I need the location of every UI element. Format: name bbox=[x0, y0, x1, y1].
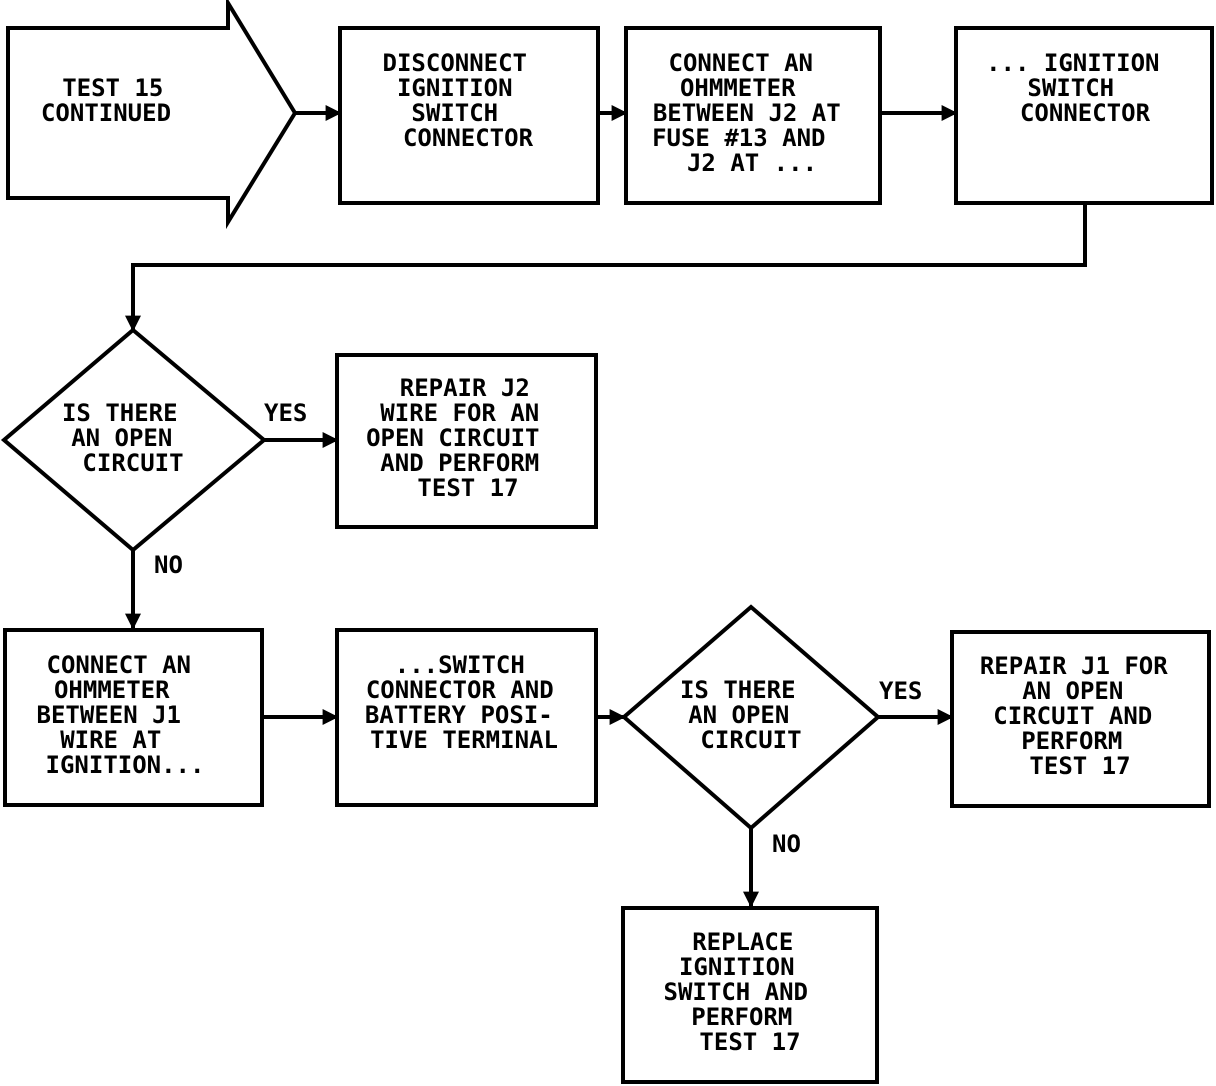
repair-j2-box bbox=[335, 353, 598, 529]
decision2-label: IS THERE AN OPEN CIRCUIT bbox=[680, 676, 810, 754]
connect-j1-label-line: CONNECT AN bbox=[47, 651, 192, 679]
disconnect-label-line: CONNECTOR bbox=[403, 124, 534, 152]
disconnect-label-line: SWITCH bbox=[411, 99, 498, 127]
repair-j2-label-line: REPAIR J2 bbox=[400, 374, 530, 402]
connect-j1-label: CONNECT AN OHMMETER BETWEEN J1 WIRE AT I… bbox=[37, 651, 206, 779]
connect-j2-label-line: CONNECT AN bbox=[669, 49, 814, 77]
switch-battery-label-line: ...SWITCH bbox=[395, 651, 525, 679]
repair-j1-box bbox=[950, 630, 1211, 808]
repair-j2-label-line: TEST 17 bbox=[417, 474, 518, 502]
connect-j1-label-line: OHMMETER bbox=[54, 676, 170, 704]
connect-j1-label-line: BETWEEN J1 bbox=[37, 701, 182, 729]
disconnect-label: DISCONNECT IGNITION SWITCH CONNECTOR bbox=[383, 49, 542, 152]
replace-switch-label-line: TEST 17 bbox=[699, 1028, 800, 1056]
arrow-ignition-connector-to-decision1 bbox=[125, 204, 1087, 332]
disconnect-box bbox=[338, 26, 600, 205]
decision1-label: IS THERE AN OPEN CIRCUIT bbox=[62, 399, 192, 477]
repair-j2-label-line: OPEN CIRCUIT bbox=[366, 424, 539, 452]
decision2-label-line: AN OPEN bbox=[688, 701, 789, 729]
repair-j1-label-line: AN OPEN bbox=[1022, 677, 1123, 705]
repair-j1-label-line: REPAIR J1 FOR bbox=[980, 652, 1168, 680]
decision1-label-line: IS THERE bbox=[62, 399, 178, 427]
ignition-connector-label-line: CONNECTOR bbox=[1020, 99, 1151, 127]
switch-battery-label-line: CONNECTOR AND bbox=[366, 676, 554, 704]
decision1-diamond bbox=[0, 327, 268, 553]
repair-j2-label-line: WIRE FOR AN bbox=[380, 399, 539, 427]
ignition-connector-label-line: SWITCH bbox=[1027, 74, 1114, 102]
decision2-no-label: NO bbox=[772, 830, 801, 858]
decision2-yes-label: YES bbox=[879, 677, 922, 705]
repair-j1-label-line: PERFORM bbox=[1021, 727, 1122, 755]
switch-battery-label-line: TIVE TERMINAL bbox=[370, 726, 558, 754]
connect-j2-label-line: BETWEEN J2 AT bbox=[653, 99, 841, 127]
start-arrow-shape bbox=[6, 0, 298, 230]
replace-switch-label-line: REPLACE bbox=[692, 928, 793, 956]
switch-battery-label: ...SWITCH CONNECTOR AND BATTERY POSI- TI… bbox=[365, 651, 568, 754]
ignition-connector-label-line: ... IGNITION bbox=[986, 49, 1159, 77]
start-label: TEST 15 CONTINUED bbox=[41, 74, 178, 127]
connect-j2-label-line: FUSE #13 AND bbox=[652, 124, 825, 152]
connect-j1-label-line: WIRE AT bbox=[60, 726, 161, 754]
replace-switch-label-line: IGNITION bbox=[679, 953, 795, 981]
repair-j1-label-line: CIRCUIT AND bbox=[993, 702, 1152, 730]
decision1-label-line: CIRCUIT bbox=[82, 449, 183, 477]
decision1-no-label: NO bbox=[154, 551, 183, 579]
replace-switch-label: REPLACE IGNITION SWITCH AND PERFORM TEST… bbox=[664, 928, 823, 1056]
decision2-label-line: CIRCUIT bbox=[700, 726, 801, 754]
replace-switch-box bbox=[621, 906, 879, 1084]
switch-battery-box bbox=[335, 628, 598, 807]
disconnect-label-line: IGNITION bbox=[397, 74, 513, 102]
start-label-line: TEST 15 bbox=[62, 74, 163, 102]
replace-switch-label-line: SWITCH AND bbox=[664, 978, 809, 1006]
connect-j2-label-line: J2 AT ... bbox=[687, 149, 817, 177]
repair-j1-label-line: TEST 17 bbox=[1029, 752, 1130, 780]
repair-j1-label: REPAIR J1 FOR AN OPEN CIRCUIT AND PERFOR… bbox=[980, 652, 1182, 780]
replace-switch-label-line: PERFORM bbox=[691, 1003, 792, 1031]
decision1-label-line: AN OPEN bbox=[71, 424, 172, 452]
connect-j1-box bbox=[3, 628, 264, 807]
switch-battery-label-line: BATTERY POSI- bbox=[365, 701, 553, 729]
ignition-connector-box bbox=[954, 26, 1214, 205]
decision2-label-line: IS THERE bbox=[680, 676, 796, 704]
start-label-line: CONTINUED bbox=[41, 99, 171, 127]
repair-j2-label-line: AND PERFORM bbox=[380, 449, 539, 477]
ignition-connector-label: ... IGNITION SWITCH CONNECTOR bbox=[986, 49, 1174, 127]
disconnect-label-line: DISCONNECT bbox=[383, 49, 528, 77]
connect-j2-label-line: OHMMETER bbox=[680, 74, 796, 102]
connect-j2-box bbox=[624, 26, 882, 205]
connect-j2-label: CONNECT AN OHMMETER BETWEEN J2 AT FUSE #… bbox=[652, 49, 855, 177]
connect-j1-label-line: IGNITION... bbox=[46, 751, 205, 779]
repair-j2-label: REPAIR J2 WIRE FOR AN OPEN CIRCUIT AND P… bbox=[366, 374, 554, 502]
decision1-yes-label: YES bbox=[264, 399, 307, 427]
decision2-diamond bbox=[620, 604, 882, 831]
